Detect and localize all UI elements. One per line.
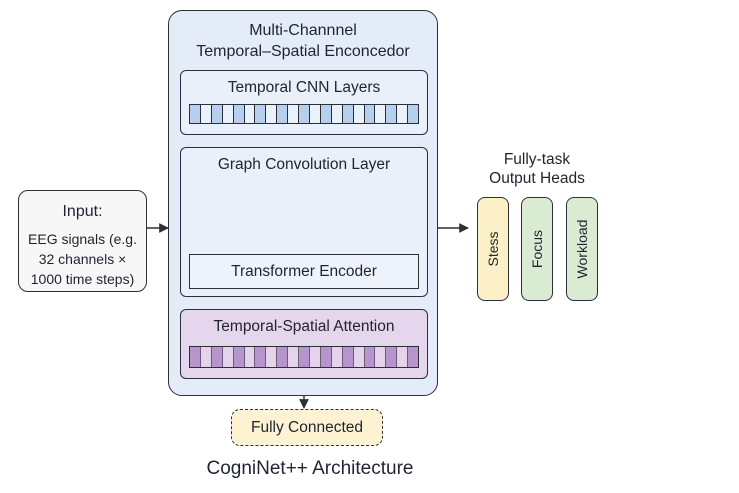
input-desc-line-3: 1000 time steps) xyxy=(30,271,135,287)
attention-strip-cell xyxy=(277,347,289,367)
attention-strip-cell xyxy=(397,347,409,367)
attention-strip xyxy=(189,346,419,368)
cnn-strip-cell xyxy=(244,105,256,123)
cnn-strip-cell xyxy=(233,105,245,123)
cnn-strip-cell xyxy=(277,105,289,123)
cnn-strip-cell xyxy=(375,105,387,123)
architecture-caption: CogniNet++ Architecture xyxy=(206,458,414,479)
stress-head: Stess xyxy=(477,197,509,301)
output-heads-title-line-1: Fully-task xyxy=(503,151,571,168)
attention-strip-cell xyxy=(331,347,343,367)
attention-strip-cell xyxy=(353,347,365,367)
attention-strip-cell xyxy=(288,347,300,367)
temporal-cnn-strip xyxy=(189,104,419,124)
attention-strip-cell xyxy=(200,347,212,367)
attention-strip-cell xyxy=(255,347,267,367)
temporal-cnn-label: Temporal CNN Layers xyxy=(227,79,381,96)
attention-strip-cell xyxy=(299,347,310,367)
attention-strip-cell xyxy=(266,347,278,367)
cnn-strip-cell xyxy=(266,105,278,123)
cnn-strip-cell xyxy=(331,105,343,123)
transformer-encoder-block: Transformer Encoder xyxy=(189,254,419,289)
attention-strip-cell xyxy=(211,347,223,367)
cnn-strip-cell xyxy=(342,105,354,123)
cnn-strip-cell xyxy=(200,105,212,123)
attention-strip-cell xyxy=(222,347,234,367)
input-description: EEG signals (e.g. 32 channels × 1000 tim… xyxy=(23,229,142,289)
attention-strip-cell xyxy=(320,347,332,367)
encoder-title: Multi-Channnel Temporal–Spatial Enconced… xyxy=(168,20,438,62)
cnn-strip-cell xyxy=(364,105,376,123)
temporal-spatial-attention-label: Temporal-Spatial Attention xyxy=(213,318,395,335)
attention-strip-cell xyxy=(309,347,321,367)
attention-strip-cell xyxy=(342,347,354,367)
output-heads-title: Fully-task Output Heads xyxy=(462,150,612,188)
cnn-strip-cell xyxy=(309,105,321,123)
attention-strip-cell xyxy=(244,347,256,367)
encoder-title-line-1: Multi-Channnel xyxy=(249,22,357,39)
attention-strip-cell xyxy=(408,347,419,367)
attention-strip-cell xyxy=(364,347,376,367)
focus-head-label: Focus xyxy=(529,229,545,269)
input-desc-line-2: 32 channels × xyxy=(38,251,127,267)
attention-strip-cell xyxy=(233,347,245,367)
cnn-strip-cell xyxy=(397,105,409,123)
fully-connected-block: Fully Connected xyxy=(231,409,383,446)
input-box: Input: EEG signals (e.g. 32 channels × 1… xyxy=(18,190,147,292)
focus-head: Focus xyxy=(521,197,553,301)
cnn-strip-cell xyxy=(222,105,234,123)
attention-strip-cell xyxy=(375,347,387,367)
cnn-strip-cell xyxy=(190,105,201,123)
cnn-strip-cell xyxy=(353,105,365,123)
cnn-strip-cell xyxy=(386,105,398,123)
temporal-cnn-block xyxy=(180,70,428,135)
cnn-strip-cell xyxy=(320,105,332,123)
cnn-strip-cell xyxy=(408,105,419,123)
input-title: Input: xyxy=(62,203,103,220)
workload-head-label: Workload xyxy=(574,219,590,279)
attention-strip-cell xyxy=(386,347,398,367)
cnn-strip-cell xyxy=(299,105,310,123)
input-desc-line-1: EEG signals (e.g. xyxy=(28,231,137,247)
output-heads-title-line-2: Output Heads xyxy=(489,170,585,187)
cnn-strip-cell xyxy=(211,105,223,123)
workload-head: Workload xyxy=(566,197,598,301)
cnn-strip-cell xyxy=(255,105,267,123)
graph-convolution-label: Graph Convolution Layer xyxy=(217,156,391,173)
attention-strip-cell xyxy=(190,347,201,367)
stress-head-label: Stess xyxy=(485,231,501,267)
encoder-title-line-2: Temporal–Spatial Enconcedor xyxy=(196,43,410,60)
cnn-strip-cell xyxy=(288,105,300,123)
